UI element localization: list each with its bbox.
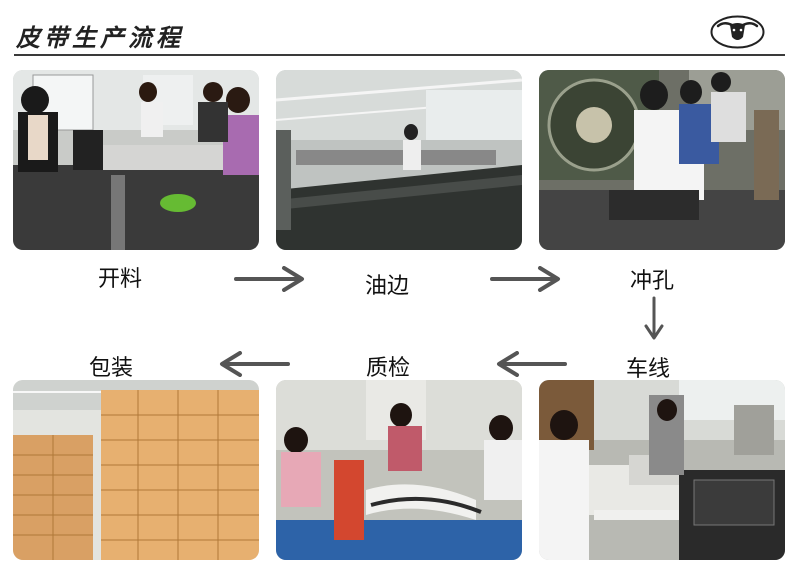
arrow-left-icon (495, 351, 567, 381)
arrow-right-icon (234, 266, 306, 296)
step-label-edge-painting: 油边 (365, 274, 410, 299)
stitching-photo (539, 380, 785, 560)
edge-painting-photo (276, 70, 522, 250)
arrow-right-icon (490, 266, 562, 296)
step-label-cutting: 开料 (98, 267, 143, 292)
page-title: 皮带生产流程 (16, 23, 184, 52)
punching-photo (539, 70, 785, 250)
bull-logo-icon (710, 15, 765, 49)
arrow-left-icon (218, 351, 290, 381)
step-label-packing: 包装 (89, 356, 134, 381)
header-divider (14, 54, 785, 56)
packing-photo (13, 380, 259, 560)
step-label-punching: 冲孔 (630, 269, 675, 294)
step-label-stitching: 车线 (626, 357, 671, 382)
inspection-photo (276, 380, 522, 560)
cutting-photo (13, 70, 259, 250)
arrow-down-icon (643, 296, 665, 346)
step-label-inspection: 质检 (366, 356, 411, 381)
